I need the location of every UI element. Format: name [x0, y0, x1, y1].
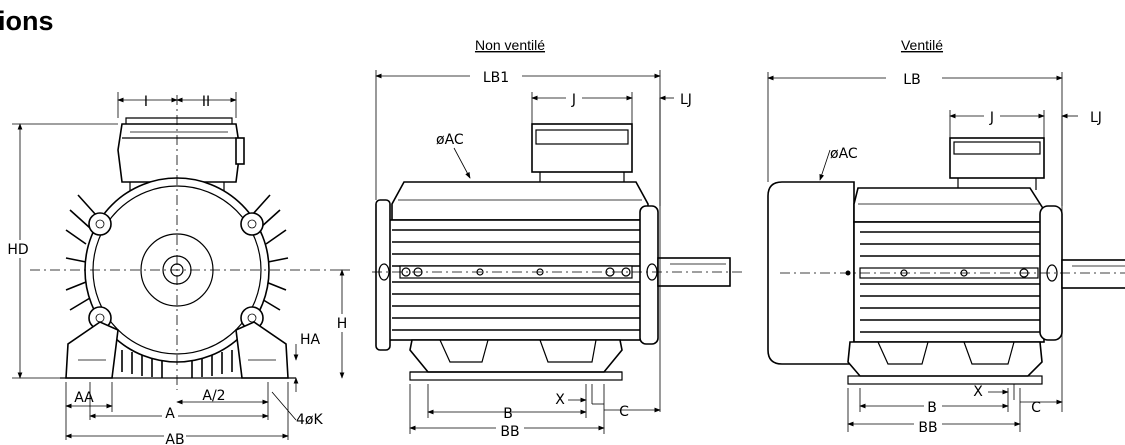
dim-B-2: B	[927, 400, 937, 416]
dim-LB: LB	[903, 72, 920, 88]
side-view-non-ventile: LB1 LJ J øAC B BB X C	[372, 68, 745, 440]
dim-AC-2: øAC	[830, 146, 858, 162]
dim-HA: HA	[300, 332, 321, 348]
dim-K: 4øK	[296, 412, 323, 428]
dim-AC-1: øAC	[436, 132, 464, 148]
dim-BB-1: BB	[500, 424, 519, 440]
page-title: ions	[0, 6, 54, 36]
dim-C-1: C	[619, 404, 629, 420]
dim-I: I	[144, 94, 148, 110]
dim-B-1: B	[503, 406, 513, 422]
front-view: I II HD H HA AA A A/2 4øK	[6, 92, 352, 445]
view-label-non-ventile: Non ventilé	[475, 37, 545, 53]
dim-A: A	[165, 406, 175, 422]
dim-AA: AA	[74, 390, 94, 406]
dim-LJ-1: LJ	[680, 92, 692, 108]
dim-II: II	[202, 94, 210, 110]
dim-BB-2: BB	[918, 420, 937, 436]
dim-X-1: X	[555, 392, 565, 408]
side-view-ventile: LB LJ J øAC B BB X C	[767, 70, 1125, 436]
dim-H: H	[337, 316, 348, 332]
dim-X-2: X	[973, 384, 983, 400]
dim-HD: HD	[7, 242, 28, 258]
dim-A2: A/2	[202, 388, 225, 404]
dim-C-2: C	[1031, 400, 1041, 416]
dim-LJ-2: LJ	[1090, 110, 1102, 126]
dim-J-2: J	[989, 110, 994, 126]
dim-AB: AB	[165, 432, 184, 445]
dim-LB1: LB1	[483, 70, 509, 86]
dim-J-1: J	[571, 92, 576, 108]
view-label-ventile: Ventilé	[901, 37, 943, 53]
